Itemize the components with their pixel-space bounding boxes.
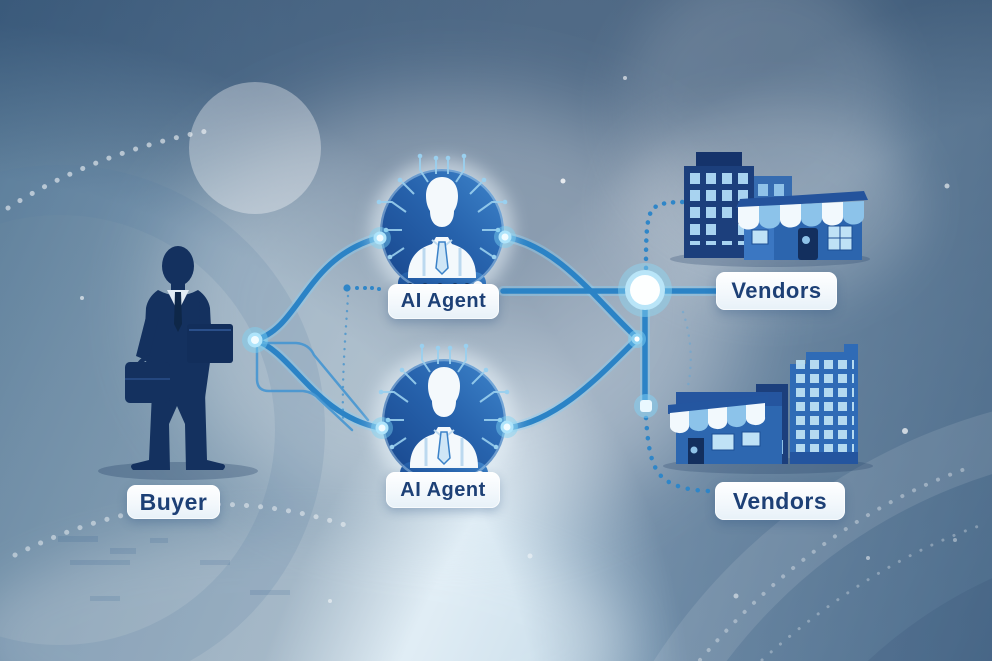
ai-agent-2-label: AI Agent <box>386 472 500 508</box>
agent-port-left <box>369 227 391 249</box>
agent-avatar <box>408 177 476 278</box>
awning-bottom <box>670 403 766 434</box>
dotted-arc-bottomleft <box>12 501 348 558</box>
awning-top <box>738 201 865 230</box>
edge-agent2-hub <box>505 336 640 431</box>
circuit-dots <box>376 153 508 260</box>
dotted-edge-hub-vendors1 <box>643 199 691 271</box>
buyer-figure <box>98 246 258 480</box>
dotted-arc-bottomright-2 <box>760 523 984 661</box>
thin-line-1 <box>256 341 370 422</box>
buyer-folder <box>187 324 233 363</box>
connectors <box>250 199 721 494</box>
circuit-traces <box>381 158 503 257</box>
hub-node <box>618 263 672 317</box>
edge-buyer-agent2 <box>252 337 383 431</box>
buyer-label: Buyer <box>127 485 220 519</box>
buyer-shadow <box>98 462 258 480</box>
dotted-trail <box>343 284 381 292</box>
vendors-2-icon <box>663 344 873 474</box>
mid-node <box>628 330 646 348</box>
square-node <box>634 394 658 418</box>
sparkle-dots <box>80 76 957 603</box>
dotted-edge-hub-vendors2 <box>643 415 715 494</box>
buyer-tie <box>174 292 182 332</box>
vendors-1-icon <box>670 152 870 267</box>
dotted-faint-right <box>681 310 692 388</box>
agent-port-right <box>494 226 516 248</box>
thin-line-2 <box>255 346 354 432</box>
dotted-thin-vertical <box>341 294 350 420</box>
edge-buyer-agent1 <box>252 235 381 343</box>
tech-pattern <box>58 536 290 601</box>
vendors-1-label: Vendors <box>716 272 837 310</box>
edge-agent1-hub <box>503 234 640 341</box>
vendors-2-label: Vendors <box>715 482 845 520</box>
ai-agent-1-label: AI Agent <box>388 284 499 319</box>
buyer-port-node <box>242 327 268 353</box>
buyer-briefcase <box>125 355 170 403</box>
